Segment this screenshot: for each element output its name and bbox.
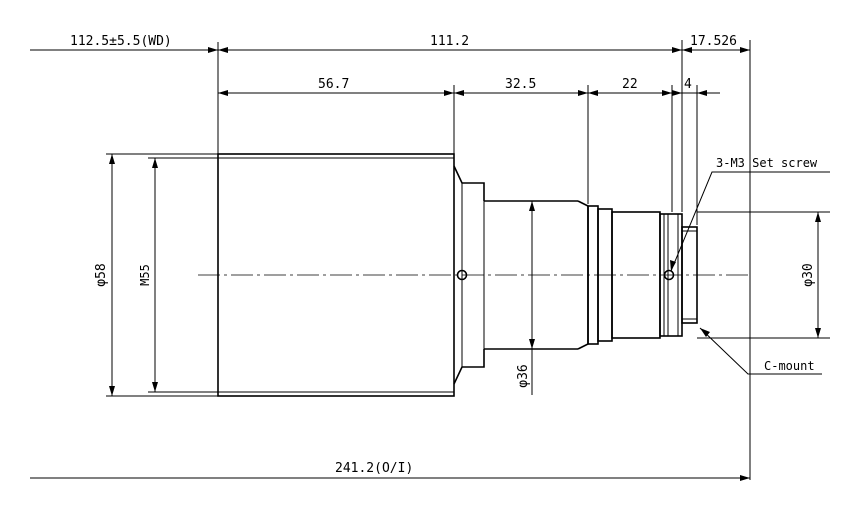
c-mount-label: C-mount [764,359,815,373]
leader-lines [670,171,830,375]
dimension-lines [30,47,821,481]
len-111-label: 111.2 [430,34,469,49]
len-32-label: 32.5 [505,77,536,92]
set-screw-1 [456,269,468,281]
set-screw-label: 3-M3 Set screw [716,156,818,170]
wd-label: 112.5±5.5(WD) [70,34,172,49]
len-56-label: 56.7 [318,77,349,92]
extension-lines [106,40,830,480]
len-17-label: 17.526 [690,34,737,49]
c-mount-leader [699,327,822,375]
m55-label: M55 [138,264,152,286]
dia-58-label: φ58 [94,263,109,286]
dia-30-label: φ30 [801,263,816,286]
set-screw-leader [670,171,830,272]
set-screw-2 [663,269,675,281]
dia-36-label: φ36 [516,364,531,387]
len-22-label: 22 [622,77,638,92]
len-4-label: 4 [684,77,692,92]
step-section-1 [453,165,485,201]
total-label: 241.2(O/I) [335,461,413,476]
